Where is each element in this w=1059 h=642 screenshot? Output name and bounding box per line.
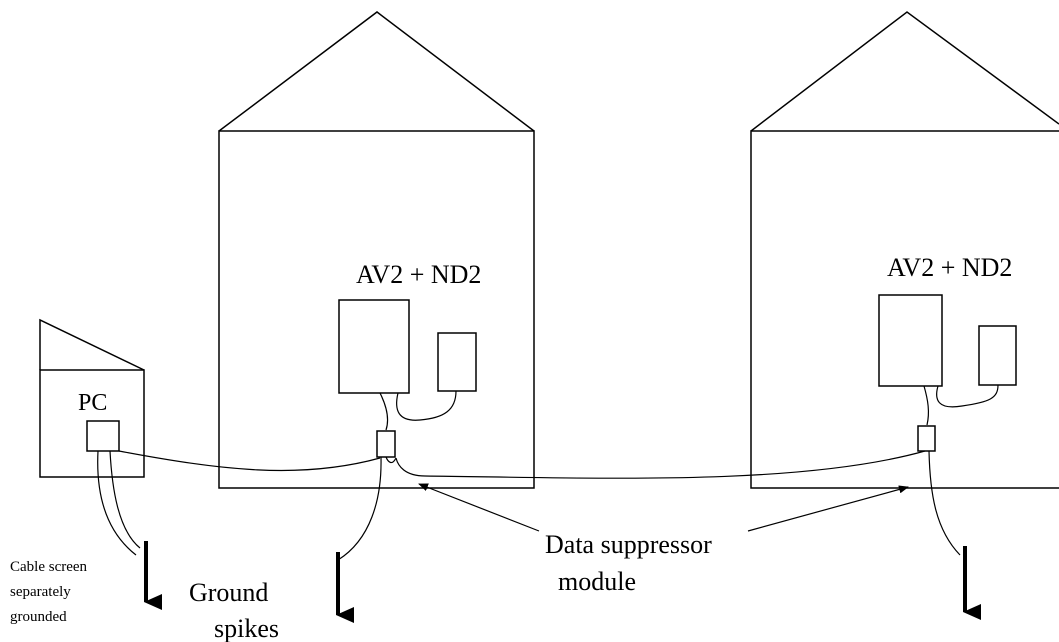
house-right-wall [750,130,1059,489]
cable-label-line2: separately [10,584,71,600]
suppressor-label-line2: module [558,567,636,596]
ground-wire-left [337,456,382,561]
house-right [750,11,1059,489]
nd2-left-box [437,332,477,392]
av2-nd2-left-link [396,390,457,421]
house-left [218,11,535,489]
suppressor-right [917,425,936,452]
suppressor-callout: Data suppressor module [418,483,909,596]
unit-group-left: AV2 + ND2 [338,260,481,458]
unit-right-label: AV2 + ND2 [887,253,1012,282]
suppressor-label-line1: Data suppressor [545,530,712,559]
unit-left-label: AV2 + ND2 [356,260,481,289]
ground-label-line1: Ground [189,578,268,607]
nd2-right-box [978,325,1017,386]
cable-screen-wire-2 [109,450,141,549]
data-cable [118,450,926,479]
callout-arrow-right [747,485,909,532]
cable-left-suppressor-junction [385,456,397,464]
av2-nd2-right-link [936,384,999,408]
cable-screen-ground [97,450,162,610]
pc-shed-roof [39,318,145,371]
pc-label: PC [78,390,107,416]
house-left-wall [218,130,535,489]
ground-wire-right [928,450,961,556]
ground-label-line2: spikes [214,614,279,642]
house-right-roof [750,11,1059,132]
cable-label-line3: grounded [10,609,67,625]
pc-box [86,420,120,452]
unit-group-right: AV2 + ND2 [878,253,1017,452]
cable-label-line1: Cable screen [10,559,88,575]
suppressor-left [376,430,396,458]
pc-shed-wall [39,369,145,478]
pc-shed: PC [39,318,145,478]
cable-left-to-right-suppressor [395,450,926,479]
av2-left-box [338,299,410,394]
av2-right-to-suppressor [923,385,930,426]
ground-spikes [336,450,981,623]
av2-left-to-suppressor [379,392,389,431]
av2-right-box [878,294,943,387]
callout-arrow-left [418,483,540,532]
cable-screen-wire-1 [97,450,137,556]
house-left-roof [218,11,535,132]
cable-pc-to-left-suppressor [118,450,381,472]
